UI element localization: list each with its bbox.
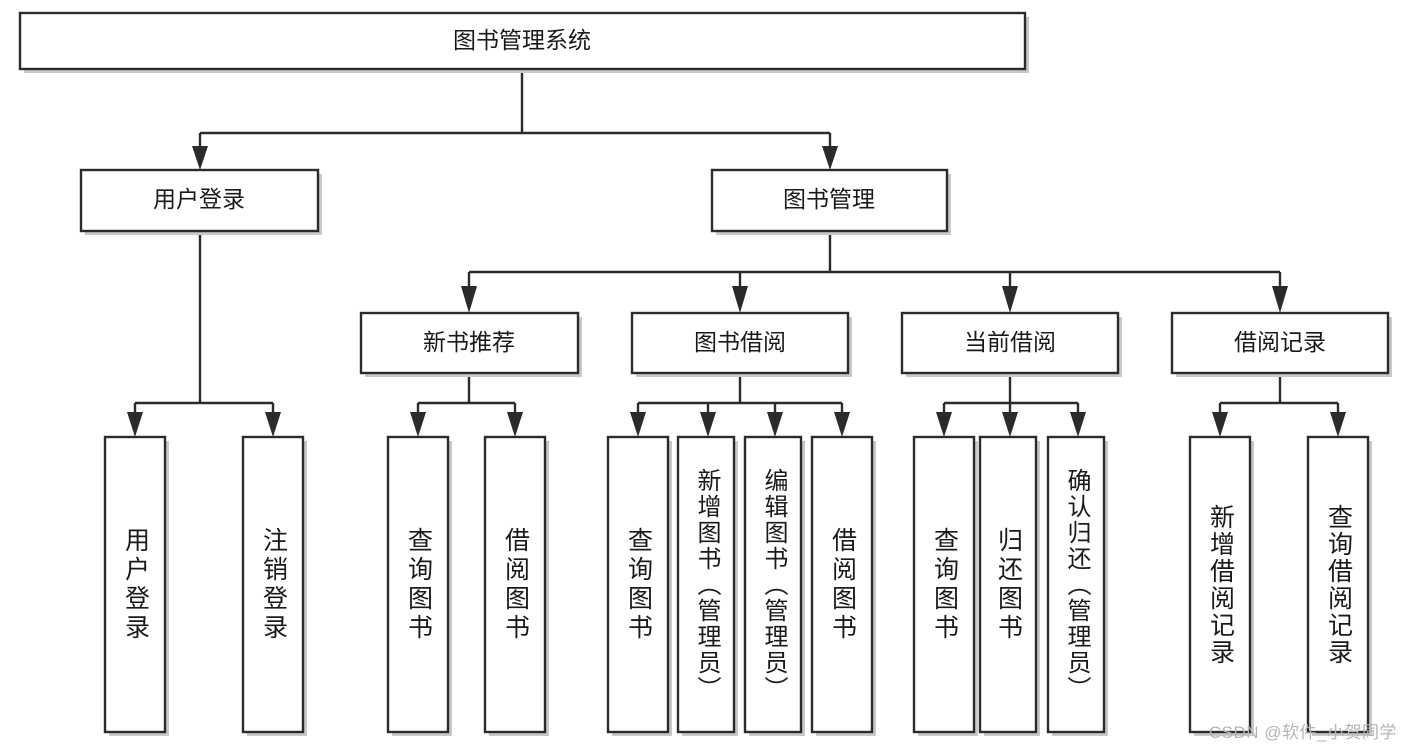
leaf-box-bb-add[interactable]: [676, 435, 736, 734]
bookmgmt-node-label: 图书管理: [783, 186, 875, 212]
arrowhead-leaf-nb2: [507, 412, 523, 437]
arrowhead-currentborrow: [1002, 286, 1018, 313]
csdn-watermark: CSDN @软件_小贺同学: [1208, 723, 1397, 742]
root-node-label: 图书管理系统: [453, 27, 591, 53]
leaf-box-br-add[interactable]: [1188, 435, 1252, 734]
leaf-box-nb-borrow[interactable]: [483, 435, 547, 734]
edge-group: [127, 71, 1346, 437]
arrowhead-leaf-br2: [1330, 412, 1346, 437]
arrowhead-leaf-nb1: [410, 412, 426, 437]
currentborrow-node-box[interactable]: [900, 311, 1120, 375]
arrowhead-bookborrow: [732, 286, 748, 313]
arrowhead-leaf-br1: [1212, 412, 1228, 437]
leaf-box-cb-return[interactable]: [978, 435, 1038, 734]
arrowhead-leaf-cb1: [936, 412, 952, 437]
leaf-box-bb-borrow[interactable]: [810, 435, 874, 734]
arrowhead-leaf-bb1: [630, 412, 646, 437]
arrowhead-userlogin: [192, 146, 208, 170]
leaf-box-logout[interactable]: [241, 435, 305, 734]
bookborrow-node-box[interactable]: [630, 311, 850, 375]
bookmgmt-node-box[interactable]: [710, 168, 949, 233]
borrowrecord-node-label: 借阅记录: [1234, 329, 1326, 355]
bookborrow-node-label: 图书借阅: [694, 329, 786, 355]
newbook-node-label: 新书推荐: [423, 329, 515, 355]
borrowrecord-node-box[interactable]: [1170, 311, 1390, 375]
arrowhead-bookmgmt: [822, 146, 838, 170]
arrowhead-leaf-bb4: [834, 412, 850, 437]
arrowhead-leaf-logout: [265, 412, 281, 437]
arrowhead-leaf-user-login: [127, 412, 143, 437]
arrowhead-leaf-cb2: [1002, 412, 1018, 437]
userlogin-node-box[interactable]: [79, 168, 320, 233]
arrowhead-leaf-bb2: [700, 412, 716, 437]
leaf-box-cb-confirm[interactable]: [1046, 435, 1106, 734]
leaf-box-cb-query[interactable]: [912, 435, 976, 734]
leaf-box-nb-query[interactable]: [386, 435, 450, 734]
newbook-node-box[interactable]: [359, 311, 580, 375]
leaf-box-bb-edit[interactable]: [743, 435, 803, 734]
leaf-box-user-login[interactable]: [103, 435, 167, 734]
arrowhead-leaf-cb3: [1070, 412, 1086, 437]
userlogin-node-label: 用户登录: [153, 186, 245, 212]
node-box-group: [18, 11, 1392, 736]
arrowhead-borrowrecord: [1272, 286, 1288, 313]
root-node-box[interactable]: [18, 11, 1027, 71]
leaf-box-bb-query[interactable]: [606, 435, 670, 734]
leaf-box-br-query[interactable]: [1306, 435, 1370, 734]
currentborrow-node-label: 当前借阅: [964, 329, 1056, 355]
arrowhead-newbook: [461, 286, 477, 313]
horizontal-label-group: 图书管理系统 用户登录 图书管理 新书推荐 图书借阅 当前借阅 借阅记录: [153, 27, 1326, 355]
arrowhead-leaf-bb3: [767, 412, 783, 437]
